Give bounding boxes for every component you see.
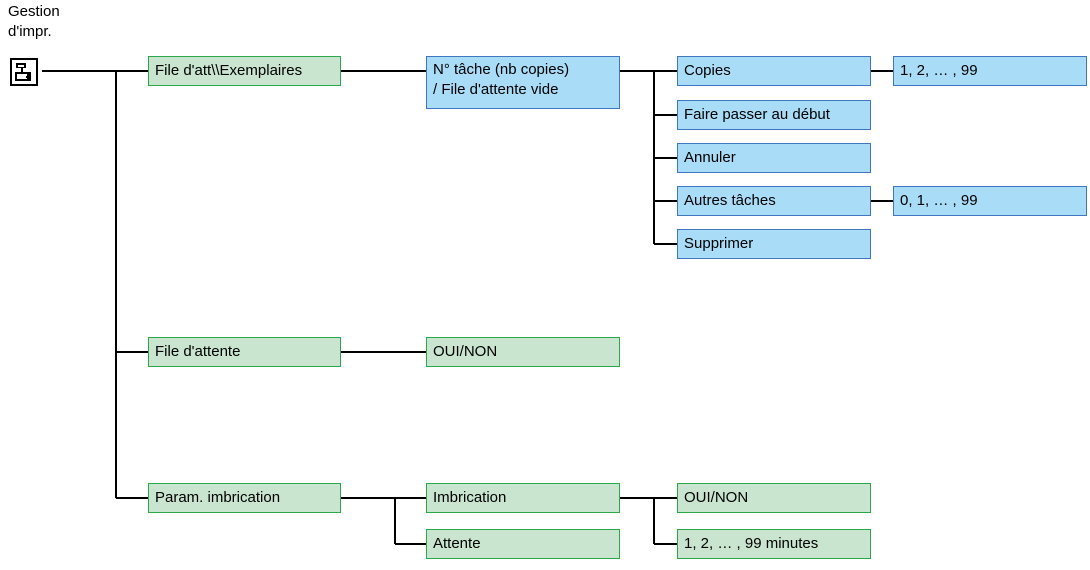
node-autres-taches: Autres tâches (677, 186, 871, 216)
node-attente: Attente (426, 529, 620, 559)
menu-title: Gestion d'impr. (8, 3, 60, 40)
node-num-tache: N° tâche (nb copies) / File d'attente vi… (426, 56, 620, 109)
node-file-attente-oui-non: OUI/NON (426, 337, 620, 367)
node-attente-range: 1, 2, … , 99 minutes (677, 529, 871, 559)
node-file-att-exemplaires: File d'att\\Exemplaires (148, 56, 341, 86)
node-file-attente: File d'attente (148, 337, 341, 367)
node-imbrication-oui-non: OUI/NON (677, 483, 871, 513)
node-faire-passer: Faire passer au début (677, 100, 871, 130)
node-autres-range: 0, 1, … , 99 (893, 186, 1087, 216)
node-copies: Copies (677, 56, 871, 86)
node-supprimer: Supprimer (677, 229, 871, 259)
node-annuler: Annuler (677, 143, 871, 173)
node-copies-range: 1, 2, … , 99 (893, 56, 1087, 86)
printer-queue-icon (10, 58, 38, 86)
node-param-imbrication: Param. imbrication (148, 483, 341, 513)
node-imbrication: Imbrication (426, 483, 620, 513)
